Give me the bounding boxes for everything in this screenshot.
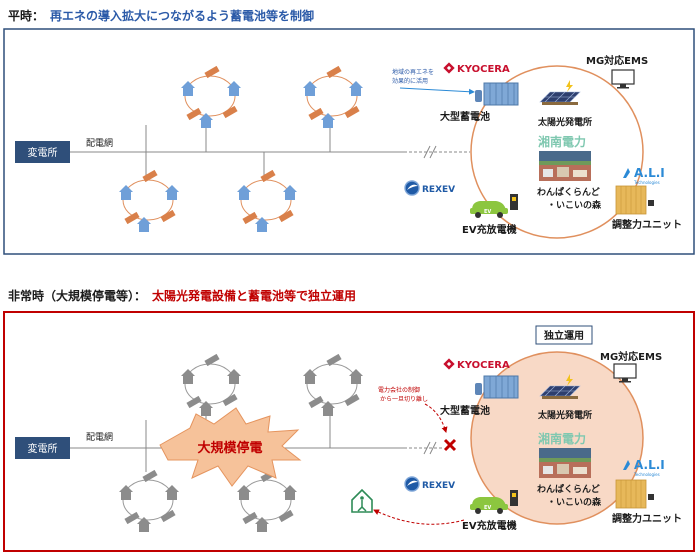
normal-annotation-arrow [399, 87, 475, 95]
blackout-label: 大規模停電 [197, 440, 262, 456]
normal-solar-label: 太陽光発電所 [537, 116, 592, 128]
normal-kyocera-logo: KYOCERA [457, 64, 510, 75]
emergency-shonan-logo: 湘南電力 [538, 431, 586, 446]
normal-distribution-grid [70, 118, 470, 177]
emergency-ev-tag: EV [484, 505, 491, 511]
normal-substation-label: 変電所 [28, 146, 58, 159]
emergency-park-label-line2: ・いこいの森 [547, 496, 602, 508]
emergency-battery-label: 大型蓄電池 [440, 404, 490, 417]
normal-ali-logo: A.L.I [634, 166, 665, 180]
normal-rexev-icon [404, 180, 420, 196]
normal-annotation-line2: 効果的に活用 [392, 77, 428, 85]
emergency-substation [15, 437, 70, 459]
emergency-park-photo [539, 448, 591, 478]
emergency-ev-charger-label: EV充放電機 [462, 519, 517, 532]
cutoff-annotation-line2: から一旦切り離し [380, 395, 428, 403]
emergency-heading: 非常時（大規模停電等）：太陽光発電設備と蓄電池等で独立運用 [8, 288, 356, 303]
normal-grid-label: 配電網 [86, 137, 113, 149]
cutoff-annotation-arrow [424, 403, 448, 433]
emergency-rexev-logo: REXEV [422, 481, 455, 491]
independent-badge-label: 独立運用 [544, 329, 584, 342]
normal-ali-subtitle: Technologies [633, 180, 660, 185]
normal-park-photo [539, 151, 591, 181]
normal-shonan-logo: 湘南電力 [538, 134, 586, 149]
normal-regulator-label: 調整力ユニット [612, 218, 682, 231]
independent-badge [535, 325, 593, 345]
emergency-rexev-icon [404, 476, 420, 492]
cutoff-annotation-line1: 電力会社の制御 [378, 386, 420, 394]
normal-annotation-line1: 地域の再エネを [392, 68, 434, 76]
normal-substation [15, 141, 70, 163]
normal-ev-charger-label: EV充放電機 [462, 223, 517, 236]
emergency-kyocera-logo: KYOCERA [457, 360, 510, 371]
emergency-park-label-line1: わんぱくらんど [537, 483, 600, 495]
emergency-ems-label: MG対応EMS [600, 350, 662, 363]
blackout-burst [159, 407, 302, 487]
emergency-ali-subtitle: Technologies [633, 472, 660, 477]
normal-battery-label: 大型蓄電池 [440, 110, 490, 123]
normal-ems-label: MG対応EMS [586, 54, 648, 67]
emergency-ali-logo: A.L.I [634, 458, 665, 472]
normal-park-label-line2: ・いこいの森 [547, 199, 602, 211]
emergency-grid-label: 配電網 [86, 431, 113, 443]
normal-ev-tag: EV [484, 209, 491, 215]
shelter-supply-arrow [373, 509, 465, 525]
evacuation-shelter-icon [351, 488, 373, 513]
normal-heading: 平時：再エネの導入拡大につながるよう蓄電池等を制御 [8, 8, 314, 23]
normal-rexev-logo: REXEV [422, 185, 455, 195]
emergency-substation-label: 変電所 [28, 442, 58, 455]
normal-park-label-line1: わんぱくらんど [537, 186, 600, 198]
disconnect-x-icon [443, 438, 457, 452]
emergency-regulator-label: 調整力ユニット [612, 512, 682, 525]
emergency-solar-label: 太陽光発電所 [537, 409, 592, 421]
